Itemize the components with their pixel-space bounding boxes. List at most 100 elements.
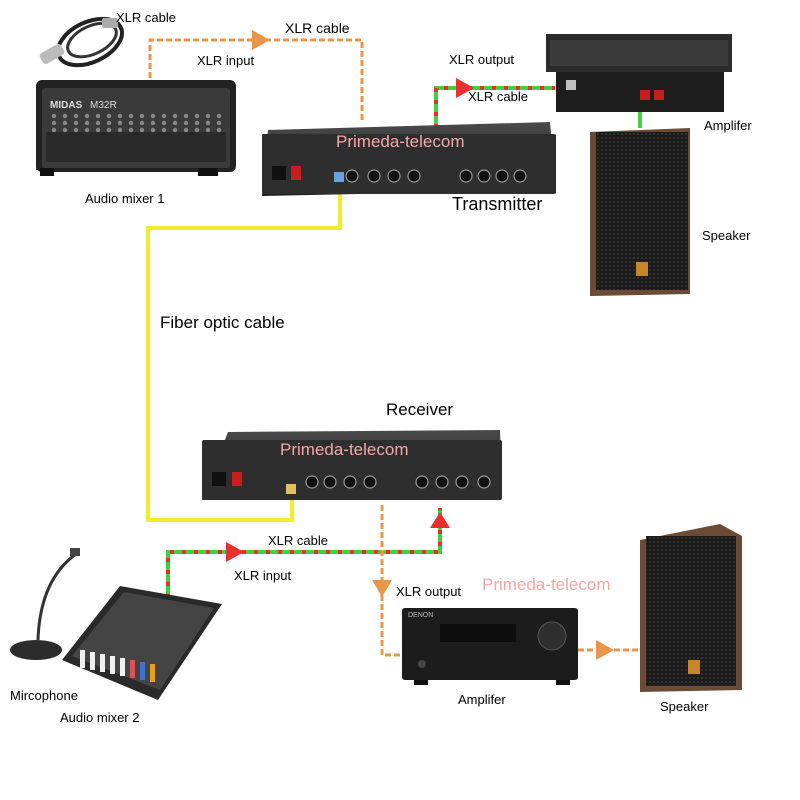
mixer-knob — [205, 120, 211, 126]
mixer-knob — [51, 127, 57, 133]
xlr-input-arrow-bottom — [226, 542, 244, 562]
label-xlr-output-bottom: XLR output — [396, 584, 462, 599]
mixer-2-faders — [80, 650, 155, 682]
mixer-fader — [90, 652, 95, 670]
mixer-knob — [172, 113, 178, 119]
xlr-port — [343, 475, 357, 489]
xlr-output-cable-bottom — [380, 505, 402, 657]
mixer-1-knob-rows — [51, 113, 222, 133]
mixer-knob — [216, 120, 222, 126]
xlr-port — [477, 169, 491, 183]
mixer-knob — [194, 113, 200, 119]
amplifier-2-brand-text: DENON — [408, 612, 434, 619]
amplifier-bottom-image — [402, 608, 578, 685]
mixer-knob — [95, 127, 101, 133]
label-amplifier-top: Amplifer — [704, 118, 752, 133]
xlr-port — [323, 475, 337, 489]
mixer-knob — [205, 127, 211, 133]
mixer-knob — [150, 113, 156, 119]
mixer-fader — [130, 660, 135, 678]
mixer-knob — [150, 127, 156, 133]
mixer-knob — [139, 127, 145, 133]
label-xlr-cable-bottom: XLR cable — [268, 533, 328, 548]
xlr-port — [459, 169, 473, 183]
mixer-knob — [172, 120, 178, 126]
label-microphone: Mircophone — [10, 688, 78, 703]
mixer-knob — [62, 113, 68, 119]
mixer-knob — [161, 120, 167, 126]
xlr-port — [363, 475, 377, 489]
audio-mixer-1-image — [36, 80, 236, 176]
mixer-knob — [161, 127, 167, 133]
xlr-cable-coil-image — [39, 16, 124, 68]
mixer-knob — [117, 127, 123, 133]
label-xlr-input-top: XLR input — [197, 53, 255, 68]
mixer-knob — [84, 120, 90, 126]
mixer-knob — [128, 127, 134, 133]
label-xlr-cable-top: XLR cable — [285, 20, 350, 36]
audio-mixer-2-image — [62, 586, 222, 700]
watermark-bottom: Primeda-telecom — [482, 575, 611, 594]
speaker-top-image — [590, 128, 690, 296]
label-speaker-bottom: Speaker — [660, 699, 709, 714]
mixer-knob — [117, 113, 123, 119]
mixer-1-brand-text: MIDAS — [50, 100, 83, 111]
xlr-port — [367, 169, 381, 183]
mixer-knob — [194, 120, 200, 126]
label-fiber-optic-cable: Fiber optic cable — [160, 313, 285, 332]
mixer-knob — [95, 120, 101, 126]
label-transmitter: Transmitter — [452, 194, 543, 214]
mixer-knob — [128, 113, 134, 119]
mixer-knob — [216, 113, 222, 119]
mixer-fader — [140, 662, 145, 680]
mixer-fader — [150, 664, 155, 682]
mixer-knob — [183, 120, 189, 126]
mixer-knob — [216, 127, 222, 133]
label-speaker-top: Speaker — [702, 228, 751, 243]
mixer-knob — [62, 127, 68, 133]
label-receiver: Receiver — [386, 400, 454, 419]
mixer-knob — [150, 120, 156, 126]
xlr-port — [455, 475, 469, 489]
mixer-knob — [51, 113, 57, 119]
xlr-port — [387, 169, 401, 183]
mixer-knob — [128, 120, 134, 126]
transmitter-xlr-ports — [345, 169, 527, 183]
xlr-port — [305, 475, 319, 489]
xlr-input-arrow-up — [430, 512, 450, 528]
speaker-bottom-image — [640, 524, 742, 692]
xlr-cable-arrow-top — [252, 30, 270, 50]
microphone-image — [10, 548, 80, 660]
mixer-knob — [117, 120, 123, 126]
mixer-1-model-text: M32R — [90, 100, 117, 111]
watermark-receiver: Primeda-telecom — [280, 440, 409, 459]
xlr-port — [415, 475, 429, 489]
watermark-transmitter: Primeda-telecom — [336, 132, 465, 151]
mixer-knob — [106, 127, 112, 133]
label-xlr-input-bottom: XLR input — [234, 568, 292, 583]
mixer-knob — [73, 113, 79, 119]
label-xlr-output-top: XLR output — [449, 52, 515, 67]
mixer-knob — [62, 120, 68, 126]
mixer-fader — [110, 656, 115, 674]
xlr-port — [477, 475, 491, 489]
mixer-knob — [95, 113, 101, 119]
mixer-knob — [84, 113, 90, 119]
label-audio-mixer-1: Audio mixer 1 — [85, 191, 165, 206]
xlr-output-arrow-bottom — [372, 580, 392, 597]
receiver-xlr-ports — [305, 475, 491, 489]
mixer-knob — [51, 120, 57, 126]
amp-speaker-arrow — [596, 640, 614, 660]
mixer-fader — [100, 654, 105, 672]
mixer-knob — [205, 113, 211, 119]
mixer-knob — [161, 113, 167, 119]
xlr-port — [345, 169, 359, 183]
mixer-knob — [73, 127, 79, 133]
fiber-optic-cable-line — [146, 190, 342, 522]
xlr-port — [513, 169, 527, 183]
mixer-knob — [183, 113, 189, 119]
mixer-knob — [84, 127, 90, 133]
xlr-port — [407, 169, 421, 183]
